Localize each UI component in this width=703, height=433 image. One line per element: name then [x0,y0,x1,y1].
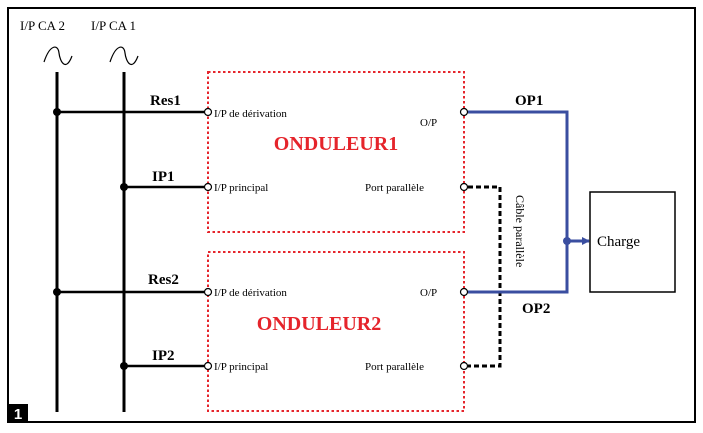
op1-line [468,110,569,241]
op1-label: OP1 [515,93,543,109]
ups2-bypass-label: I/P de dérivation [214,287,287,299]
ups2-main-label: I/P principal [214,361,268,373]
res1-junction [53,108,61,116]
ups1-parallel-label: Port parallèle [365,182,424,194]
ups1-bypass-label: I/P de dérivation [214,108,287,120]
step-badge [8,404,28,422]
ups2-output-label: O/P [420,287,437,299]
op2-label: OP2 [522,301,550,317]
ups2-output-port [459,287,469,297]
ups1-main-port [203,182,213,192]
res2-junction [53,288,61,296]
ups1-bypass-port [203,107,213,117]
ups2-box [207,251,465,412]
ups1-title: ONDULEUR1 [274,133,398,155]
ip1-label: IP1 [152,169,175,185]
parallel-cable-label: Câble parallèle [513,195,527,267]
ac-source-2-sine-icon [43,46,73,66]
res2-label: Res2 [148,272,179,288]
ups2-main-port [203,361,213,371]
ups2-bypass-port [203,287,213,297]
load-label: Charge [597,234,640,250]
step-badge-number: 1 [14,406,22,423]
ups2-parallel-label: Port parallèle [365,361,424,373]
ups2-parallel-port [459,361,469,371]
res1-label: Res1 [150,93,181,109]
ups1-box [207,71,465,233]
op2-line [468,241,569,294]
ups1-main-label: I/P principal [214,182,268,194]
ups1-output-label: O/P [420,117,437,129]
ac-input-2-label: I/P CA 2 [20,18,65,33]
ac-source-1-sine-icon [109,46,139,66]
ip2-junction [120,362,128,370]
parallel-cable [468,185,502,368]
ups1-parallel-port [459,182,469,192]
ups2-title: ONDULEUR2 [257,313,381,335]
load-box [589,191,676,293]
ac-input-1-label: I/P CA 1 [91,18,136,33]
outer-frame [7,7,696,423]
ups1-output-port [459,107,469,117]
ip1-junction [120,183,128,191]
ip2-label: IP2 [152,348,175,364]
